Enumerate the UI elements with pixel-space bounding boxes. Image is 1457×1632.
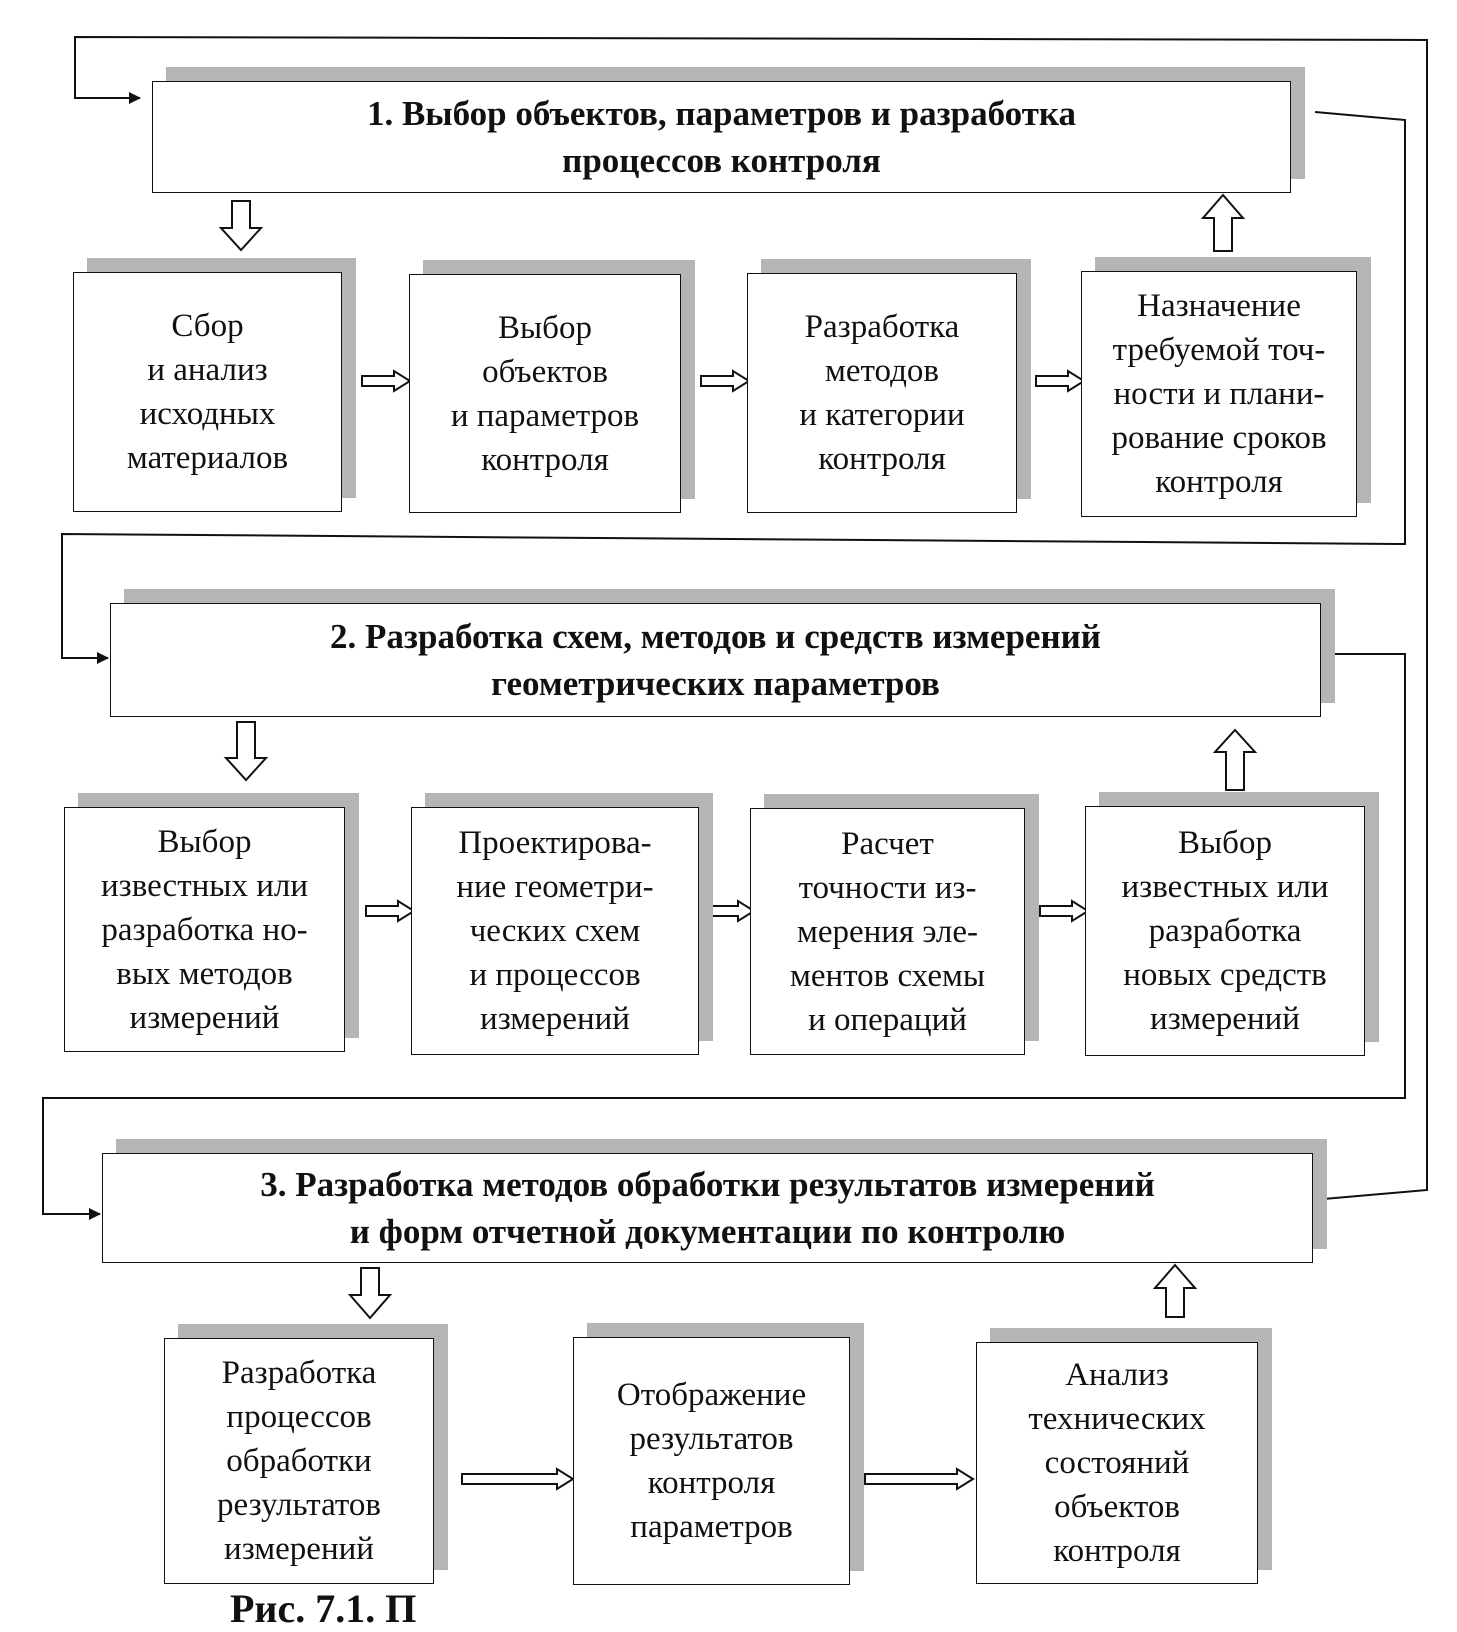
hollow-arrow-down-2 — [223, 721, 269, 782]
step-text-line: Выбор — [498, 309, 592, 346]
step-text-line: состояний — [1044, 1445, 1190, 1481]
step-text-line: требуемой точ- — [1112, 332, 1326, 368]
step-text-line: вых методов — [116, 955, 293, 992]
step-text-line: контроля — [647, 1465, 776, 1501]
step-text-line: измерений — [224, 1531, 374, 1567]
step-text-line: измерений — [129, 999, 280, 1036]
stage-2-step-2-box: Проектирова- ние геометри- ческих схем и… — [411, 807, 699, 1055]
step-text-line: Назначение — [1137, 288, 1301, 324]
stage-1-step-4-box: Назначение требуемой точ- ности и плани-… — [1081, 271, 1357, 517]
step-text-line: известных или — [101, 867, 308, 904]
hollow-arrow-down-3 — [347, 1267, 393, 1320]
step-text-line: и операций — [808, 1001, 967, 1038]
hollow-arrow-right-1-1 — [361, 369, 412, 393]
hollow-arrow-right-2-3 — [1039, 899, 1090, 923]
stage-1-step-3-box: Разработка методов и категории контроля — [747, 273, 1017, 513]
step-text-line: Сбор — [171, 308, 244, 344]
step-text-line: измерений — [1150, 1001, 1300, 1037]
step-text-line: контроля — [1053, 1533, 1181, 1569]
hollow-arrow-right-2-1 — [365, 899, 416, 923]
step-text-line: известных или — [1121, 869, 1329, 905]
stage-2-box: 2. Разработка схем, методов и средств из… — [110, 603, 1321, 717]
step-text-line: и анализ — [147, 352, 268, 388]
step-text-line: контроля — [481, 441, 609, 478]
step-text-line: ние геометри- — [456, 869, 654, 905]
step-text-line: Расчет — [841, 825, 934, 862]
hollow-arrow-right-2-2 — [705, 899, 756, 923]
step-text-line: точности из- — [798, 869, 977, 906]
step-text-line: новых средств — [1123, 957, 1327, 993]
step-text-line: контроля — [1155, 464, 1283, 500]
step-text-line: материалов — [126, 440, 289, 476]
hollow-arrow-up-2 — [1212, 728, 1258, 791]
stage-1-title-line-2: процессов контроля — [562, 141, 881, 180]
stage-3-title-line-1: 3. Разработка методов обработки результа… — [260, 1165, 1155, 1204]
stage-3-step-1-box: Разработка процессов обработки результат… — [164, 1338, 434, 1584]
step-text-line: Выбор — [157, 823, 252, 860]
stage-3-step-2-box: Отображение результатов контроля парамет… — [573, 1337, 850, 1585]
figure-caption: Рис. 7.1. П — [230, 1586, 417, 1631]
loop-connector-stage1 — [61, 111, 1406, 664]
step-text-line: мерения эле- — [796, 913, 979, 950]
stage-2-step-4-box: Выбор известных или разработка новых сре… — [1085, 806, 1365, 1056]
hollow-arrow-right-3-1 — [461, 1467, 575, 1491]
step-text-line: методов — [825, 353, 939, 389]
step-text-line: ментов схемы — [789, 957, 986, 994]
step-text-line: Отображение — [616, 1377, 807, 1413]
step-text-line: измерений — [480, 1001, 630, 1037]
stage-3-box: 3. Разработка методов обработки результа… — [102, 1153, 1313, 1263]
hollow-arrow-down-1 — [218, 200, 264, 252]
stage-3-step-3-box: Анализ технических состояний объектов ко… — [976, 1342, 1258, 1584]
step-text-line: параметров — [630, 1509, 793, 1545]
stage-2-title-line-2: геометрических параметров — [491, 664, 940, 703]
hollow-arrow-up-3 — [1152, 1263, 1198, 1318]
step-text-line: Разработка — [804, 309, 960, 345]
step-text-line: рование сроков — [1111, 420, 1327, 456]
step-text-line: исходных — [139, 396, 276, 432]
step-text-line: объектов — [1054, 1489, 1180, 1525]
step-text-line: результатов — [629, 1421, 794, 1457]
step-text-line: контроля — [818, 441, 946, 477]
step-text-line: разработка но- — [101, 911, 308, 948]
stage-1-step-2-box: Выбор объектов и параметров контроля — [409, 274, 681, 513]
step-text-line: Разработка — [221, 1355, 377, 1391]
step-text-line: объектов — [482, 353, 608, 390]
step-text-line: разработка — [1148, 913, 1302, 949]
hollow-arrow-right-3-2 — [864, 1467, 975, 1491]
hollow-arrow-right-1-3 — [1035, 369, 1086, 393]
step-text-line: ческих схем — [469, 913, 641, 949]
step-text-line: Анализ — [1065, 1357, 1169, 1393]
step-text-line: результатов — [217, 1487, 381, 1523]
step-text-line: обработки — [226, 1443, 372, 1479]
stage-2-step-1-box: Выбор известных или разработка но- вых м… — [64, 807, 345, 1052]
stage-1-title-line-1: 1. Выбор объектов, параметров и разработ… — [366, 94, 1077, 133]
step-text-line: технических — [1028, 1401, 1206, 1437]
stage-2-title-line-1: 2. Разработка схем, методов и средств из… — [330, 617, 1101, 656]
stage-2-step-3-box: Расчет точности из- мерения эле- ментов … — [750, 808, 1025, 1055]
loop-connector-stage2 — [42, 653, 1406, 1220]
stage-1-box: 1. Выбор объектов, параметров и разработ… — [152, 81, 1291, 193]
step-text-line: и параметров — [450, 397, 640, 434]
step-text-line: Выбор — [1178, 825, 1272, 861]
stage-1-step-1-box: Сбор и анализ исходных материалов — [73, 272, 342, 512]
hollow-arrow-up-1 — [1200, 193, 1246, 252]
stage-3-title-line-2: и форм отчетной документации по контролю — [349, 1212, 1066, 1251]
step-text-line: процессов — [226, 1399, 372, 1435]
step-text-line: и категории — [799, 397, 965, 433]
loop-connector-stage3 — [74, 35, 1428, 1201]
step-text-line: и процессов — [469, 957, 641, 993]
step-text-line: Проектирова- — [458, 825, 652, 861]
step-text-line: ности и плани- — [1113, 376, 1325, 412]
hollow-arrow-right-1-2 — [700, 369, 751, 393]
